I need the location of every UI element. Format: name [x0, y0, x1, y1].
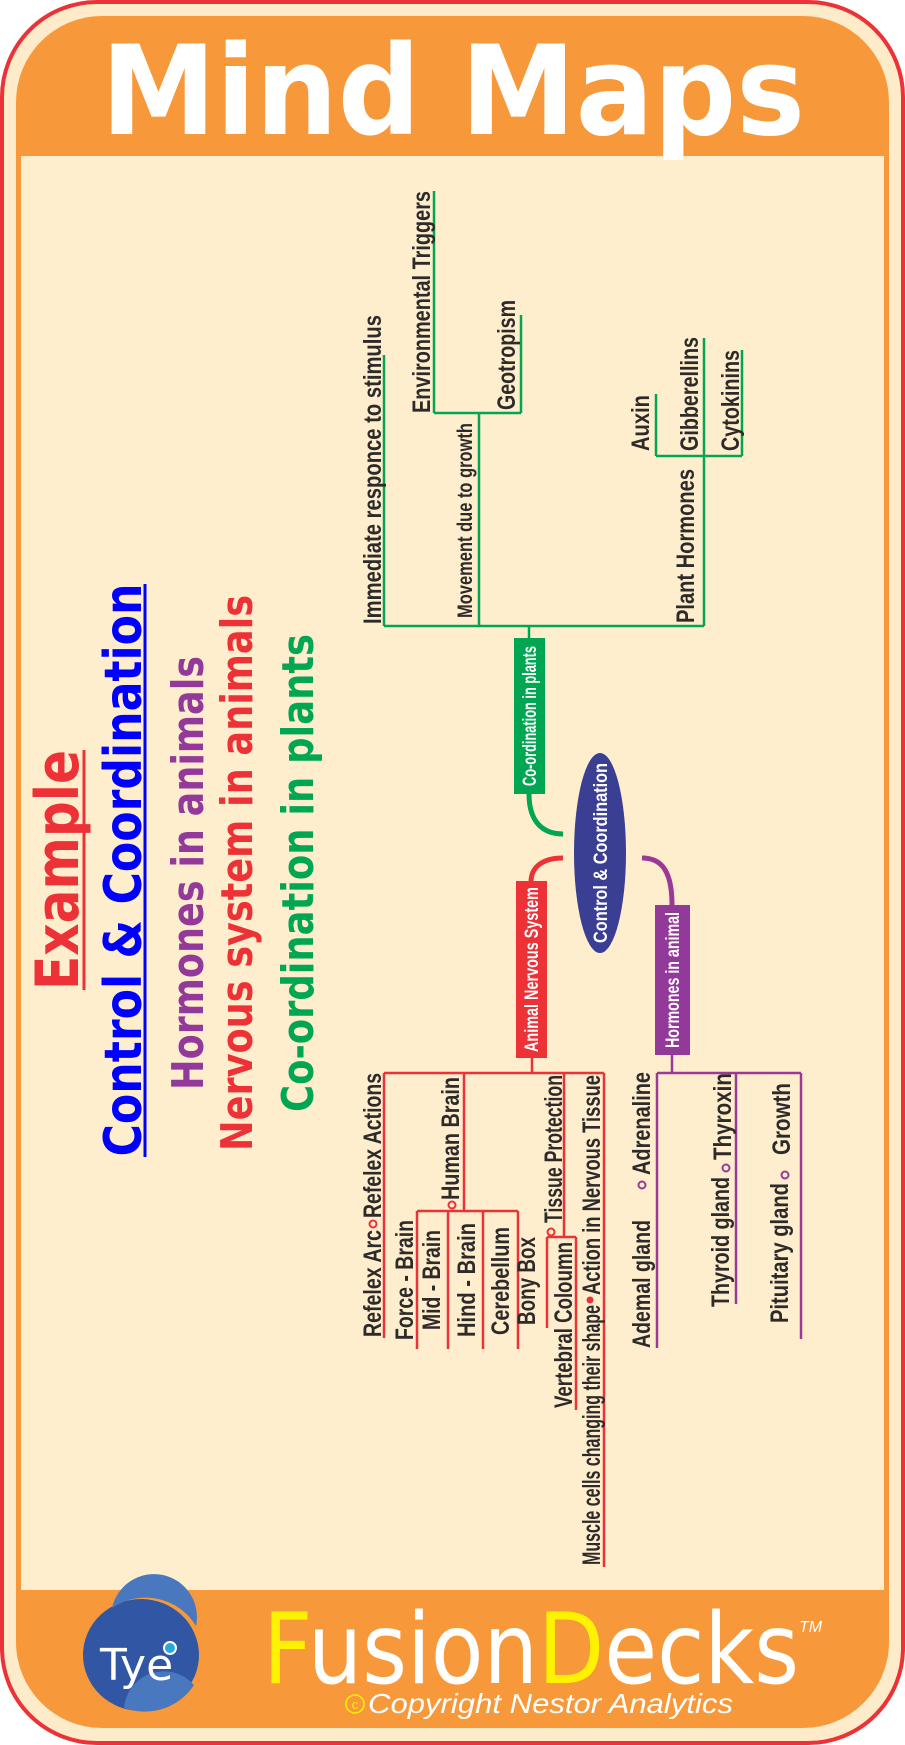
title-nervous: Nervous system in animals — [212, 595, 263, 1151]
node-reflex-arc: Refelex Arc — [359, 1230, 387, 1337]
node-geotropism: Geotropism — [493, 300, 521, 410]
title-example: Example — [23, 750, 93, 990]
copyright-icon — [345, 1694, 365, 1714]
logo-text: Tye — [99, 1640, 173, 1691]
node-pituitary-gland: Pituitary gland — [766, 1183, 794, 1323]
node-movement-growth: Movement due to growth — [454, 423, 477, 618]
footer: Tye FusionDecks TM c Copyright Nestor An… — [83, 1574, 823, 1719]
node-reflex-actions: Refelex Actions — [359, 1073, 387, 1218]
trademark: TM — [799, 1619, 823, 1636]
brand-name: FusionDecks — [263, 1593, 799, 1707]
node-ademal-gland: Ademal gland — [628, 1220, 656, 1348]
node-vertebral-column: Vertebral Coloumn — [550, 1242, 578, 1408]
node-bony-box: Bony Box — [513, 1237, 541, 1325]
bullet-icon — [780, 1170, 790, 1180]
nervous-connector-lines — [382, 1058, 606, 1567]
title-hormones: Hormones in animals — [163, 656, 214, 1090]
plants-branch-box — [514, 638, 545, 794]
plants-connector-lines — [382, 191, 744, 638]
page-title: Mind Maps — [101, 20, 805, 164]
nervous-branch-label: Animal Nervous System — [522, 887, 543, 1052]
node-human-brain: Human Brain — [437, 1077, 465, 1200]
plants-curve — [526, 793, 564, 837]
node-gibberellins: Gibberellins — [676, 337, 704, 451]
eye-icon — [163, 1641, 177, 1655]
node-force-brain: Force - Brain — [391, 1220, 419, 1340]
node-immediate-response: Immediate responce to stimulus — [359, 315, 387, 624]
card-body — [21, 156, 884, 1590]
tye-logo: Tye — [83, 1574, 199, 1712]
center-node: Control & Coordination — [574, 753, 626, 953]
title-plants: Co-ordination in plants — [273, 634, 324, 1112]
bullet-icon — [447, 1200, 457, 1210]
plants-branch-label: Co-ordination in plants — [520, 646, 541, 786]
node-plant-hormones: Plant Hormones — [672, 469, 700, 623]
title-list: Example Control & Coordination Hormones … — [23, 584, 324, 1157]
node-environmental-triggers: Environmental Triggers — [408, 191, 436, 413]
hormones-curve — [641, 855, 675, 906]
node-thyroid-gland: Thyroid gland — [707, 1177, 735, 1307]
nervous-curve — [528, 855, 564, 883]
node-auxin: Auxin — [627, 395, 655, 451]
bullet-icon — [368, 1219, 378, 1229]
nervous-branch-box — [516, 881, 547, 1058]
branch-nervous: Animal Nervous System Refelex Arc Refele… — [359, 855, 606, 1567]
node-mid-brain: Mid - Brain — [418, 1230, 446, 1330]
branch-plants: Immediate responce to stimulus Environme… — [359, 191, 745, 837]
hormones-branch-label: Hormones in animal — [663, 912, 684, 1048]
bullet-icon — [721, 1163, 731, 1173]
hormones-connector-lines — [655, 1055, 803, 1348]
node-tissue-protection: Tissue Protection — [540, 1075, 568, 1223]
node-cytokinins: Cytokinins — [717, 350, 745, 451]
bullet-icon — [546, 1227, 556, 1237]
node-adrenaline: Adrenaline — [628, 1072, 656, 1175]
center-label: Control & Coordination — [591, 763, 612, 943]
node-action-nervous-tissue: Action in Nervous Tissue — [578, 1075, 606, 1295]
bullet-dot-icon — [586, 1296, 594, 1304]
bullet-icon — [637, 1180, 647, 1190]
copyright-text: Copyright Nestor Analytics — [368, 1688, 733, 1719]
copyright-symbol: c — [352, 1697, 359, 1712]
branch-hormones: Hormones in animal Ademal gland Adrenali… — [628, 855, 803, 1348]
node-cerebellum: Cerebellum — [487, 1227, 515, 1335]
hormones-branch-box — [655, 905, 690, 1055]
node-growth: Growth — [768, 1083, 796, 1155]
node-thyroxin: Thyroxin — [709, 1073, 737, 1160]
center-ellipse — [574, 753, 626, 953]
node-muscle-cells: Muscle cells changing their shape — [578, 1305, 606, 1565]
node-hind-brain: Hind - Brain — [453, 1223, 481, 1337]
